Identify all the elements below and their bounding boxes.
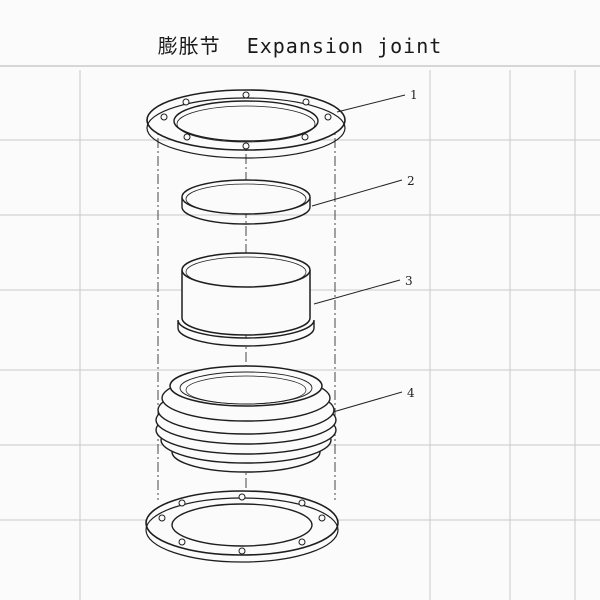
sleeve-icon <box>177 252 315 347</box>
title-english: Expansion joint <box>246 34 443 58</box>
leader-lines <box>311 94 406 413</box>
bottom-flange-icon <box>145 490 339 563</box>
callout-2: 2 <box>407 174 415 188</box>
callout-3: 3 <box>405 274 413 288</box>
callout-4: 4 <box>407 386 415 400</box>
title-chinese: 膨胀节 <box>157 34 221 58</box>
page-title: 膨胀节 Expansion joint <box>0 30 600 59</box>
callout-1: 1 <box>410 88 418 102</box>
thin-ring-icon <box>181 179 311 225</box>
flange-ring-icon <box>146 89 346 159</box>
bellows-icon <box>155 365 337 473</box>
